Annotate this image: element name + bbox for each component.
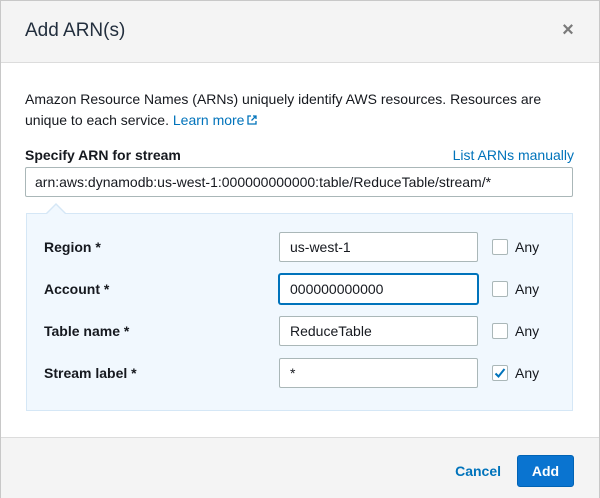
description-text: Amazon Resource Names (ARNs) uniquely id… xyxy=(25,91,542,128)
panel-caret-inner xyxy=(46,205,66,215)
close-icon[interactable]: × xyxy=(562,19,574,41)
description: Amazon Resource Names (ARNs) uniquely id… xyxy=(25,89,575,131)
region-any-checkbox[interactable] xyxy=(492,239,508,255)
list-arns-manually-link[interactable]: List ARNs manually xyxy=(452,147,574,163)
field-row-table-name: Table name * Any xyxy=(27,316,574,346)
table-name-any-checkbox[interactable] xyxy=(492,323,508,339)
dialog-footer: Cancel Add xyxy=(1,437,599,498)
stream-label-any-label: Any xyxy=(515,365,540,381)
table-name-any-label: Any xyxy=(515,323,540,339)
table-name-input[interactable] xyxy=(279,316,478,346)
external-link-icon xyxy=(247,115,258,125)
arn-label: Specify ARN for stream xyxy=(25,147,181,163)
account-any-checkbox[interactable] xyxy=(492,281,508,297)
table-name-label: Table name * xyxy=(44,323,130,339)
region-any-label: Any xyxy=(515,239,540,255)
dialog-header: Add ARN(s) × xyxy=(1,1,599,63)
cancel-button[interactable]: Cancel xyxy=(455,463,501,479)
dialog-body: Amazon Resource Names (ARNs) uniquely id… xyxy=(1,63,599,437)
field-row-region: Region * Any xyxy=(27,232,574,262)
learn-more-link[interactable]: Learn more xyxy=(173,112,258,128)
checkmark-icon xyxy=(494,368,506,378)
region-input[interactable] xyxy=(279,232,478,262)
region-label: Region * xyxy=(44,239,101,255)
account-any-label: Any xyxy=(515,281,540,297)
account-label: Account * xyxy=(44,281,110,297)
dialog-title: Add ARN(s) xyxy=(25,20,126,41)
arn-input[interactable] xyxy=(25,167,573,197)
add-button[interactable]: Add xyxy=(517,455,574,487)
field-row-stream-label: Stream label * Any xyxy=(27,358,574,388)
field-row-account: Account * Any xyxy=(27,274,574,304)
learn-more-label: Learn more xyxy=(172,112,245,128)
account-input[interactable] xyxy=(279,274,478,304)
stream-label-any-checkbox[interactable] xyxy=(492,365,508,381)
stream-label-input[interactable] xyxy=(279,358,478,388)
stream-label-label: Stream label * xyxy=(44,365,137,381)
arn-builder-panel: Region * Any Account * Any Table name * … xyxy=(26,213,573,411)
